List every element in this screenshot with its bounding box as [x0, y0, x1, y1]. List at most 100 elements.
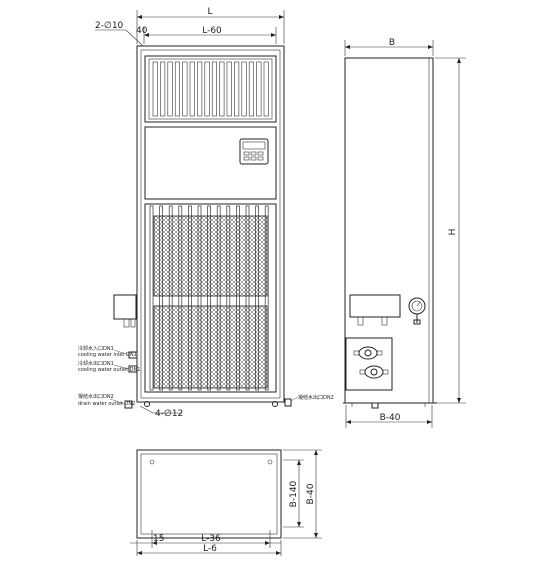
callout-top-holes: 2-∅10 [95, 21, 144, 47]
grille-bar [168, 205, 173, 391]
grille-bar [216, 205, 221, 391]
drain-pipe-left [124, 400, 133, 409]
dim-B-140: B-140 [283, 459, 304, 528]
pipe-label-inlet-cn: 冷却水入口DN1 [78, 345, 114, 352]
top-louver [263, 61, 269, 117]
grille-bar [255, 205, 259, 391]
pipe-label-drain2-cn: 凝结水出口DN2 [298, 394, 334, 401]
base-view: B-140 B-40 15 L-36 L-6 [130, 449, 322, 556]
top-louver [219, 61, 225, 117]
top-louver [160, 61, 166, 117]
dim-B-140-label: B-140 [289, 480, 299, 507]
pressure-gauge-icon [408, 297, 426, 325]
controller-button-6 [257, 156, 264, 161]
dim-L-label: L [207, 7, 212, 17]
lower-grille-frame [144, 203, 277, 393]
top-louver [241, 61, 247, 117]
grille-bar [178, 205, 183, 391]
grille-bar [207, 205, 211, 391]
dim-B-40-side-label: B-40 [380, 413, 401, 423]
pipe-label-drain-en: drain water outlet DN2 [78, 401, 135, 407]
grille-bar [149, 205, 154, 391]
side-view: B H B-40 [343, 38, 466, 428]
controller-display [239, 138, 269, 165]
base-outline [136, 449, 282, 539]
base-hole-tl [149, 459, 155, 465]
lower-grille [144, 203, 277, 393]
pipe-label-drain-left: 凝结水出口DN2 drain water outlet DN2 [78, 393, 135, 407]
controller-button-2 [250, 151, 257, 156]
dim-L-36-label: L-36 [201, 534, 221, 544]
top-louver [248, 61, 254, 117]
side-pipe-fitting-lower [359, 365, 389, 379]
grille-bar [264, 205, 269, 391]
controller-button-5 [250, 156, 257, 161]
top-louver [197, 61, 203, 117]
side-pipe-panel [345, 337, 393, 391]
dim-40-label: 40 [136, 26, 148, 36]
top-louver [167, 61, 173, 117]
base-hole-tr [267, 459, 273, 465]
pipe-label-outlet-cn: 冷却水出口DN1 [78, 360, 114, 367]
side-drain-stub [371, 402, 379, 409]
control-panel-section [144, 126, 277, 200]
controller-housing [239, 138, 269, 165]
dim-H: H [435, 57, 466, 404]
dim-L-60: L-60 40 [136, 26, 277, 44]
top-louver [211, 61, 217, 117]
grille-bar [188, 205, 192, 391]
side-pipe-stub-2 [381, 316, 388, 326]
base-inner-outline [140, 453, 278, 535]
pipe-label-drain-right: 凝结水出口DN2 [290, 394, 334, 402]
controller-button-4 [243, 156, 250, 161]
grille-bar [245, 205, 250, 391]
controller-screen [242, 141, 266, 150]
top-louver [182, 61, 188, 117]
grille-bar [159, 205, 163, 391]
dim-B-40-side: B-40 [345, 405, 433, 428]
dim-15-L-36: 15 L-36 [130, 530, 281, 556]
pipe-junction-box [113, 294, 137, 320]
control-panel-frame [144, 126, 277, 200]
grille-bar [226, 205, 231, 391]
dim-H-label: H [448, 229, 458, 236]
top-louver [152, 61, 158, 117]
dim-15-label: 15 [153, 534, 164, 544]
top-grille [144, 55, 277, 123]
pipe-label-outlet-en: cooling water outlet DN1 [78, 367, 140, 373]
grille-bar [236, 205, 240, 391]
dim-L-6-label: L-6 [203, 544, 217, 554]
dim-B-40-base: B-40 [283, 449, 322, 539]
lower-vertical-bars [149, 205, 269, 391]
front-view: L L-60 40 2-∅10 4-∅12 冷却水入口DN1 cooling w [78, 7, 334, 419]
top-grille-inner [148, 58, 273, 120]
callout-bottom-holes-label: 4-∅12 [155, 409, 183, 419]
dim-B-label: B [389, 38, 395, 48]
top-louver [204, 61, 210, 117]
side-pipe-stub-1 [357, 316, 364, 326]
pipe-label-inlet-en: cooling water inlet DN1 [78, 352, 137, 358]
grille-bar [197, 205, 202, 391]
callout-bottom-holes: 4-∅12 [139, 405, 183, 419]
top-louver [256, 61, 262, 117]
dim-B: B [344, 38, 434, 56]
front-pipe-connections [113, 294, 292, 409]
drain-pipe-right [284, 398, 292, 407]
controller-button-1 [243, 151, 250, 156]
dim-L-60-label: L-60 [202, 26, 222, 36]
top-louvers [152, 61, 269, 117]
dim-B-40-base-label: B-40 [306, 483, 316, 504]
callout-top-holes-label: 2-∅10 [95, 21, 124, 31]
top-louver [226, 61, 232, 117]
pipe-stub-2 [130, 318, 136, 328]
side-compressor-box [349, 294, 401, 318]
pipe-stub-1 [123, 318, 130, 328]
pipe-label-inlet: 冷却水入口DN1 cooling water inlet DN1 [78, 345, 137, 358]
front-body-inner-outline [140, 49, 281, 399]
side-pipe-fitting-upper [353, 346, 383, 360]
pipe-label-outlet: 冷却水出口DN1 cooling water outlet DN1 [78, 360, 140, 373]
dim-L: L [136, 7, 285, 44]
pipe-label-drain-cn: 凝结水出口DN2 [78, 393, 114, 400]
